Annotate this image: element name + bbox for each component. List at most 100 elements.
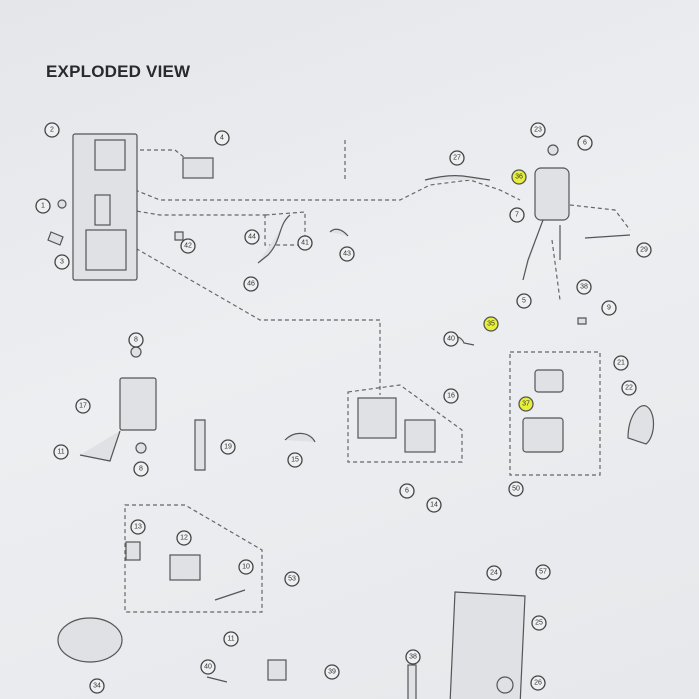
part-callout-40: 40 <box>200 659 216 675</box>
part-callout-9: 9 <box>601 300 617 316</box>
part-callout-42: 42 <box>180 238 196 254</box>
callout-number: 39 <box>328 669 336 676</box>
breaker <box>119 377 157 431</box>
callout-circle <box>53 444 69 460</box>
part-callout-57: 57 <box>535 564 551 580</box>
part-callout-19: 19 <box>220 439 236 455</box>
callout-circle <box>244 229 260 245</box>
callout-number: 35 <box>487 321 495 328</box>
callout-number: 6 <box>405 488 409 495</box>
part-callout-6: 6 <box>399 483 415 499</box>
callout-number: 8 <box>134 337 138 344</box>
part-callout-36: 36 <box>511 169 527 185</box>
part-callout-24: 24 <box>486 565 502 581</box>
callout-number: 10 <box>242 564 250 571</box>
page-title: EXPLODED VIEW <box>46 62 191 81</box>
callout-number: 37 <box>522 401 530 408</box>
part-labels: 2413424441434627236367295389354021223750… <box>35 122 652 694</box>
callout-number: 50 <box>512 486 520 493</box>
callout-circle <box>426 497 442 513</box>
callout-number: 27 <box>453 155 461 162</box>
callout-number: 24 <box>490 570 498 577</box>
callout-circle <box>511 169 527 185</box>
callout-circle <box>287 452 303 468</box>
valve <box>534 369 564 393</box>
callout-number: 34 <box>93 683 101 690</box>
part-callout-39: 39 <box>324 664 340 680</box>
callout-circle <box>243 276 259 292</box>
callout-number: 15 <box>291 457 299 464</box>
part-callout-23: 23 <box>530 122 546 138</box>
heating-tank <box>534 167 570 221</box>
callout-number: 26 <box>534 680 542 687</box>
callout-number: 2 <box>50 127 54 134</box>
callout-circle <box>200 659 216 675</box>
part-callout-38: 38 <box>405 649 421 665</box>
callout-circle <box>238 559 254 575</box>
callout-number: 22 <box>625 385 633 392</box>
part-callout-11: 11 <box>53 444 69 460</box>
callout-circle <box>180 238 196 254</box>
part-callout-6: 6 <box>577 135 593 151</box>
callout-number: 29 <box>640 247 648 254</box>
part-callout-10: 10 <box>238 559 254 575</box>
callout-number: 38 <box>580 284 588 291</box>
callout-number: 53 <box>288 576 296 583</box>
front-cover <box>449 591 526 699</box>
callout-circle <box>508 481 524 497</box>
callout-circle <box>399 483 415 499</box>
callout-circle <box>44 122 60 138</box>
callout-circle <box>133 461 149 477</box>
callout-circle <box>35 198 51 214</box>
callout-circle <box>220 439 236 455</box>
callout-circle <box>130 519 146 535</box>
part-callout-34: 34 <box>89 678 105 694</box>
callout-number: 17 <box>79 403 87 410</box>
part-callout-26: 26 <box>530 675 546 691</box>
part-callout-2: 2 <box>44 122 60 138</box>
part-callout-15: 15 <box>287 452 303 468</box>
part-callout-27: 27 <box>449 150 465 166</box>
callout-number: 6 <box>583 140 587 147</box>
callout-circle <box>576 279 592 295</box>
callout-number: 44 <box>248 234 256 241</box>
callout-circle <box>297 235 313 251</box>
callout-number: 36 <box>515 174 523 181</box>
callout-number: 5 <box>522 298 526 305</box>
callout-number: 11 <box>57 449 64 456</box>
callout-circle <box>483 316 499 332</box>
part-callout-13: 13 <box>130 519 146 535</box>
callout-number: 42 <box>184 243 192 250</box>
callout-circle <box>284 571 300 587</box>
callout-number: 40 <box>204 664 212 671</box>
callout-number: 8 <box>139 466 143 473</box>
callout-number: 9 <box>607 305 611 312</box>
part-callout-8: 8 <box>133 461 149 477</box>
part-callout-17: 17 <box>75 398 91 414</box>
callout-number: 38 <box>409 654 417 661</box>
part-callout-8: 8 <box>128 332 144 348</box>
callout-circle <box>324 664 340 680</box>
part-callout-37: 37 <box>518 396 534 412</box>
callout-circle <box>75 398 91 414</box>
part-callout-25: 25 <box>531 615 547 631</box>
callout-number: 7 <box>515 212 519 219</box>
hose <box>57 617 123 663</box>
terminal-block <box>182 157 214 179</box>
callout-number: 46 <box>247 281 255 288</box>
callout-number: 21 <box>617 360 625 367</box>
callout-number: 41 <box>301 240 309 247</box>
callout-circle <box>223 631 239 647</box>
callout-number: 3 <box>60 259 64 266</box>
callout-number: 57 <box>539 569 547 576</box>
callout-number: 43 <box>343 251 351 258</box>
part-callout-46: 46 <box>243 276 259 292</box>
callout-circle <box>405 649 421 665</box>
callout-circle <box>443 388 459 404</box>
callout-circle <box>89 678 105 694</box>
callout-circle <box>601 300 617 316</box>
part-callout-5: 5 <box>516 293 532 309</box>
part-callout-11: 11 <box>223 631 239 647</box>
callout-number: 13 <box>134 524 142 531</box>
part-callout-53: 53 <box>284 571 300 587</box>
